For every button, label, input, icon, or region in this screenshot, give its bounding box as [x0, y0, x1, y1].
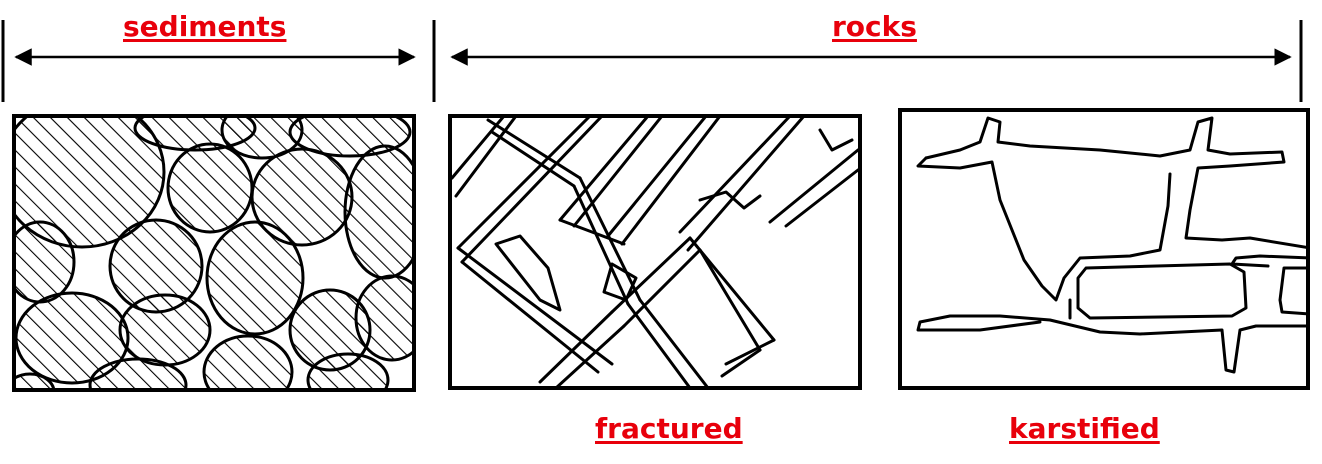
fracture-line	[554, 324, 626, 388]
fracture-line	[606, 116, 708, 238]
karst-channel	[916, 314, 1308, 374]
sediment-grain	[14, 372, 56, 390]
fracture-line	[456, 116, 592, 250]
karst-channel	[916, 156, 1172, 302]
fracture-line	[558, 116, 650, 222]
fracture-line	[784, 168, 860, 228]
fracture-line	[818, 128, 854, 152]
fracture-line	[698, 190, 762, 210]
fracture-line	[678, 116, 792, 234]
fracture-line	[486, 118, 582, 180]
sediment-grain	[202, 334, 294, 390]
sediment-grain	[88, 357, 188, 390]
sediment-grain	[14, 220, 76, 304]
karst-channel	[1230, 254, 1308, 268]
fracture-line	[572, 184, 630, 306]
karst-channel	[924, 116, 1308, 250]
fracture-line	[720, 348, 762, 378]
fracture-line	[638, 298, 710, 388]
fracture-line	[626, 302, 692, 388]
sediments-panel	[12, 114, 416, 392]
fracture-line	[460, 116, 604, 264]
fractured-label: fractured	[595, 412, 743, 445]
karst-channel	[1076, 262, 1248, 320]
sediments-label: sediments	[123, 10, 287, 43]
fracture-line	[494, 234, 562, 312]
fracture-line	[460, 260, 600, 374]
sediment-grain	[118, 293, 212, 367]
sediment-grain	[166, 142, 254, 234]
sediment-grain	[14, 116, 166, 249]
fracture-line	[490, 130, 576, 188]
fracture-line	[724, 338, 776, 366]
fracture-line	[620, 116, 722, 246]
fracture-line	[558, 218, 626, 246]
karstified-label: karstified	[1009, 412, 1160, 445]
sediment-grain	[306, 352, 390, 390]
rocks-label: rocks	[832, 10, 917, 43]
fractured-panel	[448, 114, 862, 390]
rocks-range-arrow	[450, 20, 1303, 102]
fracture-line	[688, 236, 776, 342]
karstified-panel	[898, 108, 1310, 390]
fracture-line	[698, 248, 762, 352]
fracture-line	[456, 246, 614, 366]
fracture-line	[768, 148, 860, 224]
sediment-grain	[205, 220, 305, 336]
fracture-line	[602, 262, 638, 302]
karst-channel	[1278, 266, 1308, 316]
fracture-line	[572, 116, 664, 228]
fracture-line	[538, 310, 614, 384]
fracture-line	[686, 116, 806, 252]
sediments-range-arrow	[1, 20, 436, 102]
fracture-line	[454, 116, 518, 198]
